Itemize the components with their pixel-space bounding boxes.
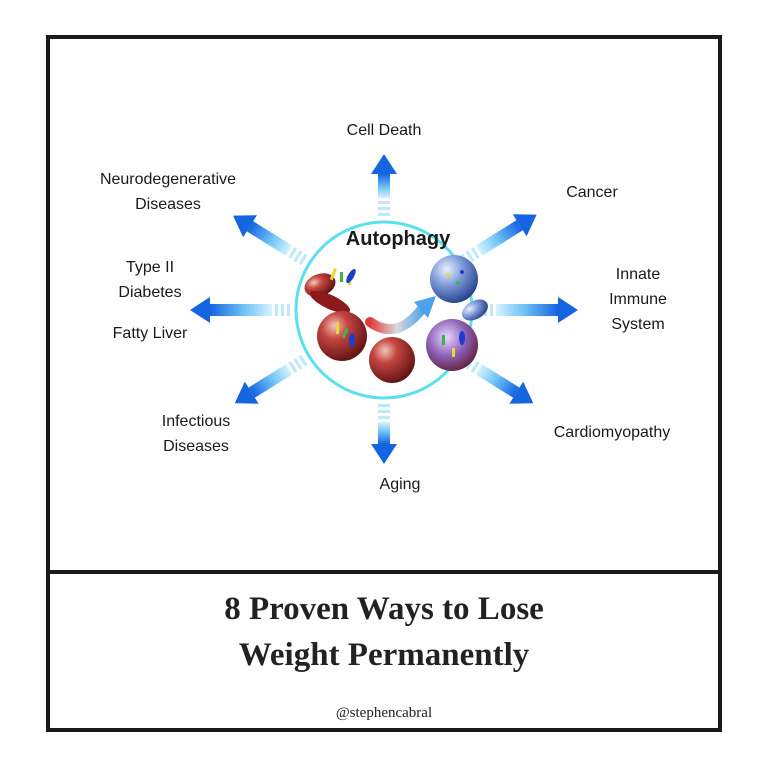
outcome-neurodegenerative-diseases: Neurodegenerative Diseases: [99, 171, 237, 213]
autophagy-diagram: Autophagy: [190, 154, 578, 464]
center-label: Autophagy: [346, 228, 451, 250]
outcome-fatty-liver: Fatty Liver: [112, 325, 188, 342]
outcome-cell-death: Cell Death: [346, 122, 422, 139]
outcome-cancer: Cancer: [566, 184, 618, 201]
headline-line-1: 8 Proven Ways to Lose: [224, 591, 544, 627]
arrow-down-left: [234, 354, 308, 404]
headline-line-2: Weight Permanently: [238, 637, 530, 673]
outcome-infectious-diseases: Infectious Diseases: [161, 413, 231, 455]
arrow-up-left: [233, 215, 308, 266]
cell-illustration: [304, 255, 488, 383]
author-handle: @stephencabral: [335, 705, 433, 721]
arrow-down: [371, 404, 397, 464]
arrow-group: [190, 154, 578, 464]
outcome-type-ii-diabetes: Type II Diabetes: [118, 259, 182, 301]
image-frame: [46, 35, 722, 732]
outcome-innate-immune-system: Innate Immune System: [609, 266, 667, 333]
outcome-aging: Aging: [379, 476, 421, 493]
arrow-up: [371, 154, 397, 216]
arrow-right: [478, 297, 578, 323]
headline: 8 Proven Ways to Lose Weight Permanently: [0, 586, 768, 678]
arrow-left: [190, 297, 290, 323]
outcome-cardiomyopathy: Cardiomyopathy: [553, 424, 671, 441]
caption-divider: [50, 570, 718, 574]
